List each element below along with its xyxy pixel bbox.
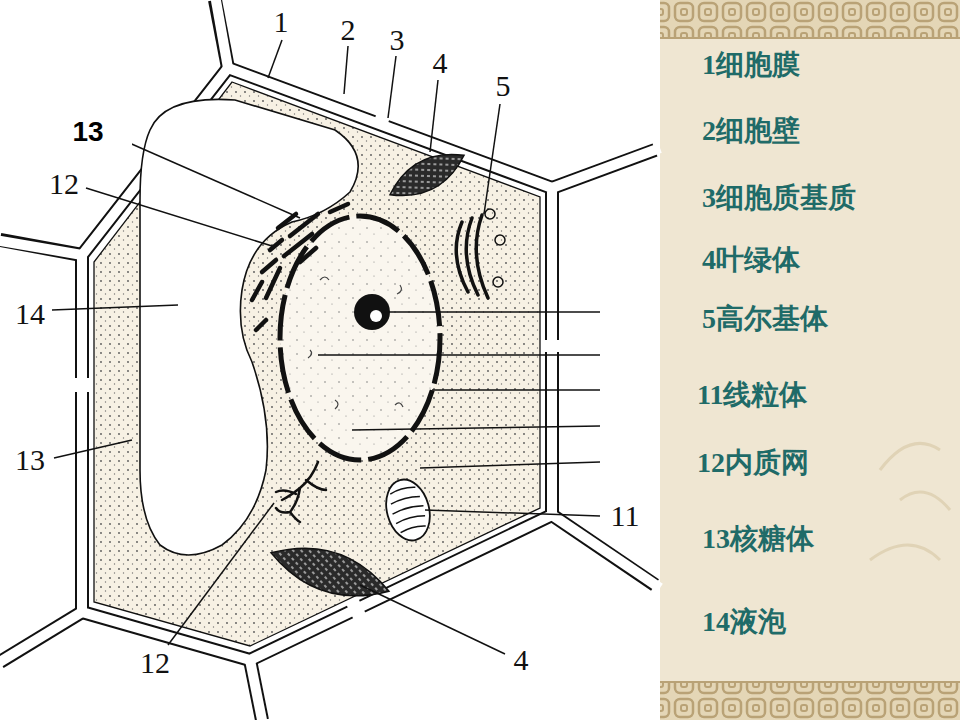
chloroplast: [265, 534, 395, 610]
callout-number: 12: [140, 648, 170, 678]
part-name: 2细胞壁: [702, 117, 800, 145]
callout-number: 11: [611, 501, 640, 531]
part-name: 4叶绿体: [702, 246, 800, 274]
callout-number: 13: [72, 118, 103, 146]
leader-lines: [52, 40, 600, 654]
callout-number: 3: [390, 25, 405, 55]
part-name: 14液泡: [702, 608, 786, 636]
cytoplasm: [94, 82, 540, 646]
part-name: 11线粒体: [697, 381, 807, 409]
part-name: 3细胞质基质: [702, 184, 856, 212]
callout-number: 12: [49, 169, 79, 199]
callout-number: 4: [514, 645, 529, 675]
callout-number: 5: [496, 71, 511, 101]
label-patch: [62, 108, 132, 152]
part-name: 12内质网: [697, 449, 809, 477]
callout-number: 1: [274, 7, 289, 37]
part-name: 13核糖体: [702, 525, 814, 553]
callout-number: 14: [15, 299, 45, 329]
callout-number: 4: [433, 48, 448, 78]
endoplasmic-reticulum: [252, 204, 348, 522]
part-name: 5高尔基体: [702, 305, 828, 333]
side-panel: [660, 0, 960, 720]
chloroplast: [383, 142, 471, 208]
callout-number: 13: [15, 445, 45, 475]
callout-number: 2: [341, 15, 356, 45]
cell-wall: [0, 0, 660, 720]
golgi-body: [456, 209, 505, 298]
part-name: 1细胞膜: [702, 51, 800, 79]
nucleus: [280, 216, 440, 460]
